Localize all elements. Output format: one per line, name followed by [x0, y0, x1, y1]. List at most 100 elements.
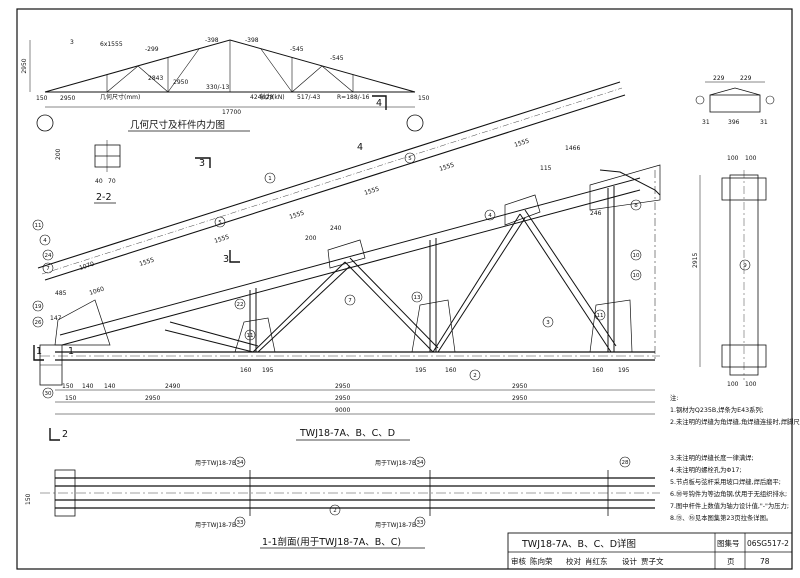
svg-text:150: 150 — [62, 383, 74, 390]
top-chord-center — [41, 87, 623, 275]
svg-text:240: 240 — [330, 225, 342, 232]
cut-3-bot: 3 — [223, 254, 229, 265]
cut-2-left: 2 — [62, 429, 68, 440]
svg-text:100: 100 — [727, 381, 739, 388]
svg-text:贾子文: 贾子文 — [641, 556, 664, 566]
geo-force-7: 2950 — [173, 79, 188, 86]
geo-force-2: -398 — [205, 37, 219, 44]
svg-text:2950: 2950 — [145, 395, 160, 402]
svg-text:195: 195 — [262, 367, 274, 374]
note-1: 1.钢材为Q235B,焊条为E43系列; — [670, 405, 764, 414]
cut-1-right: 1 — [68, 346, 74, 357]
geo-force-9: 424/-28 — [250, 94, 273, 101]
svg-text:396: 396 — [728, 119, 740, 126]
geo-force-4: -545 — [290, 46, 304, 53]
note-3: 3.未注明的焊缝长度一律满焊; — [670, 453, 754, 462]
section-1-1: 用于TWJ18-7B 用于TWJ18-7B 用于TWJ18-7B 用于TWJ18… — [25, 456, 660, 549]
notes-heading: 注: — [670, 393, 678, 402]
bottom-dims: 150 140 140 2490 2950 2950 150 2950 2950… — [55, 367, 655, 415]
geo-slope: 3 — [70, 39, 74, 46]
svg-text:1555: 1555 — [363, 185, 380, 196]
svg-text:2950: 2950 — [512, 395, 527, 402]
svg-text:2: 2 — [473, 373, 477, 379]
geo-force-1: -299 — [145, 46, 159, 53]
atlas-no: 06SG517-2 — [747, 539, 789, 548]
title-1-1: 1-1剖面(用于TWJ18-7A、B、C) — [262, 536, 401, 548]
geo-force-6: 2843 — [148, 75, 163, 82]
svg-text:审核: 审核 — [511, 556, 526, 566]
svg-text:200: 200 — [55, 148, 62, 160]
svg-text:4: 4 — [488, 213, 492, 219]
member-bubble-numbers: 11 4 24 7 19 26 1 5 5 4 13 22 11 7 11 10… — [35, 156, 640, 397]
geo-title: 几何尺寸及杆件内力图 — [130, 119, 225, 131]
geo-force-5: -545 — [330, 55, 344, 62]
top-chord-dims: 1555 1555 1555 1555 1555 1555 1070 1060 … — [50, 137, 602, 322]
svg-text:40: 40 — [95, 178, 103, 185]
svg-text:229: 229 — [740, 75, 752, 82]
svg-text:34: 34 — [237, 460, 244, 466]
section-markers: 3 3 4 4 1 1 2 — [33, 95, 387, 441]
tag-1: 用于TWJ18-7B — [195, 460, 236, 467]
geo-panel-left: 2950 — [60, 95, 75, 102]
svg-text:28: 28 — [622, 460, 629, 466]
member-bubbles — [32, 152, 642, 399]
svg-text:100: 100 — [727, 155, 739, 162]
drawing-title: TWJ18-7A、B、C、D详图 — [521, 538, 636, 550]
note-8: 8.⑮、⑯见本图集第23页拉条详图。 — [670, 513, 772, 522]
geo-support-left — [36, 114, 54, 132]
geo-top-chord: 6x1555 — [100, 41, 123, 48]
cut-1-left: 1 — [36, 346, 42, 357]
cut-4-mid: 4 — [357, 142, 363, 153]
svg-text:34: 34 — [417, 460, 424, 466]
svg-text:肖红东: 肖红东 — [585, 556, 608, 566]
title-2-2: 2-2 — [96, 192, 112, 203]
svg-text:160: 160 — [240, 367, 252, 374]
top-chord-upper — [37, 81, 621, 269]
geo-web-members — [106, 40, 354, 93]
svg-text:2950: 2950 — [335, 395, 350, 402]
svg-text:100: 100 — [745, 381, 757, 388]
svg-text:5: 5 — [218, 220, 222, 226]
svg-text:1466: 1466 — [565, 145, 580, 152]
svg-text:229: 229 — [713, 75, 725, 82]
geo-label-geometry: 几何尺寸(mm) — [100, 93, 140, 101]
svg-text:2950: 2950 — [512, 383, 527, 390]
svg-text:1: 1 — [268, 176, 272, 182]
note-2: 2.未注明的焊缝为角焊缝,角焊缝连接时,焊脚尺寸最大为4mm,最小为5mm;与钢… — [670, 417, 800, 426]
title-block: TWJ18-7A、B、C、D详图 图集号 06SG517-2 审核 陈向荣 校对… — [507, 532, 793, 570]
gusset-plates — [54, 164, 661, 353]
svg-text:246: 246 — [590, 210, 602, 217]
svg-text:200: 200 — [305, 235, 317, 242]
svg-text:5: 5 — [408, 156, 412, 162]
svg-text:7: 7 — [46, 266, 50, 272]
svg-text:11: 11 — [597, 313, 604, 319]
svg-text:1555: 1555 — [213, 233, 230, 244]
svg-text:140: 140 — [104, 383, 116, 390]
atlas-label: 图集号 — [717, 538, 740, 548]
page-no: 78 — [760, 557, 770, 566]
note-4: 4.未注明的螺栓孔为Φ17; — [670, 465, 741, 474]
note-5: 5.节点板与弦杆采用坡口焊缝,焊后磨平; — [670, 477, 781, 486]
svg-text:31: 31 — [760, 119, 768, 126]
geo-force-10: 517/-43 — [297, 94, 320, 101]
svg-text:7: 7 — [348, 298, 352, 304]
svg-text:1555: 1555 — [513, 137, 530, 148]
tag-3: 用于TWJ18-7B — [375, 460, 416, 467]
note-7: 7.图中杆件上数值为轴力设计值,"-"为压力; — [670, 501, 789, 510]
svg-text:3: 3 — [546, 320, 550, 326]
geometry-diagram: 2950 3 6x1555 -299 -398 -398 -545 -545 2… — [21, 37, 430, 132]
svg-text:11: 11 — [35, 223, 42, 229]
svg-text:19: 19 — [35, 304, 42, 310]
svg-text:13: 13 — [414, 295, 421, 301]
geo-height: 2950 — [21, 58, 28, 73]
svg-text:2915: 2915 — [692, 253, 699, 268]
svg-text:22: 22 — [237, 302, 244, 308]
geo-label-force: 轴力(kN) — [260, 93, 285, 101]
geo-reaction: R=188/-16 — [337, 94, 370, 101]
svg-text:195: 195 — [415, 367, 427, 374]
svg-text:2: 2 — [333, 508, 337, 514]
svg-text:校对: 校对 — [566, 556, 581, 566]
main-truss: 1555 1555 1555 1555 1555 1555 1070 1060 … — [37, 81, 661, 441]
